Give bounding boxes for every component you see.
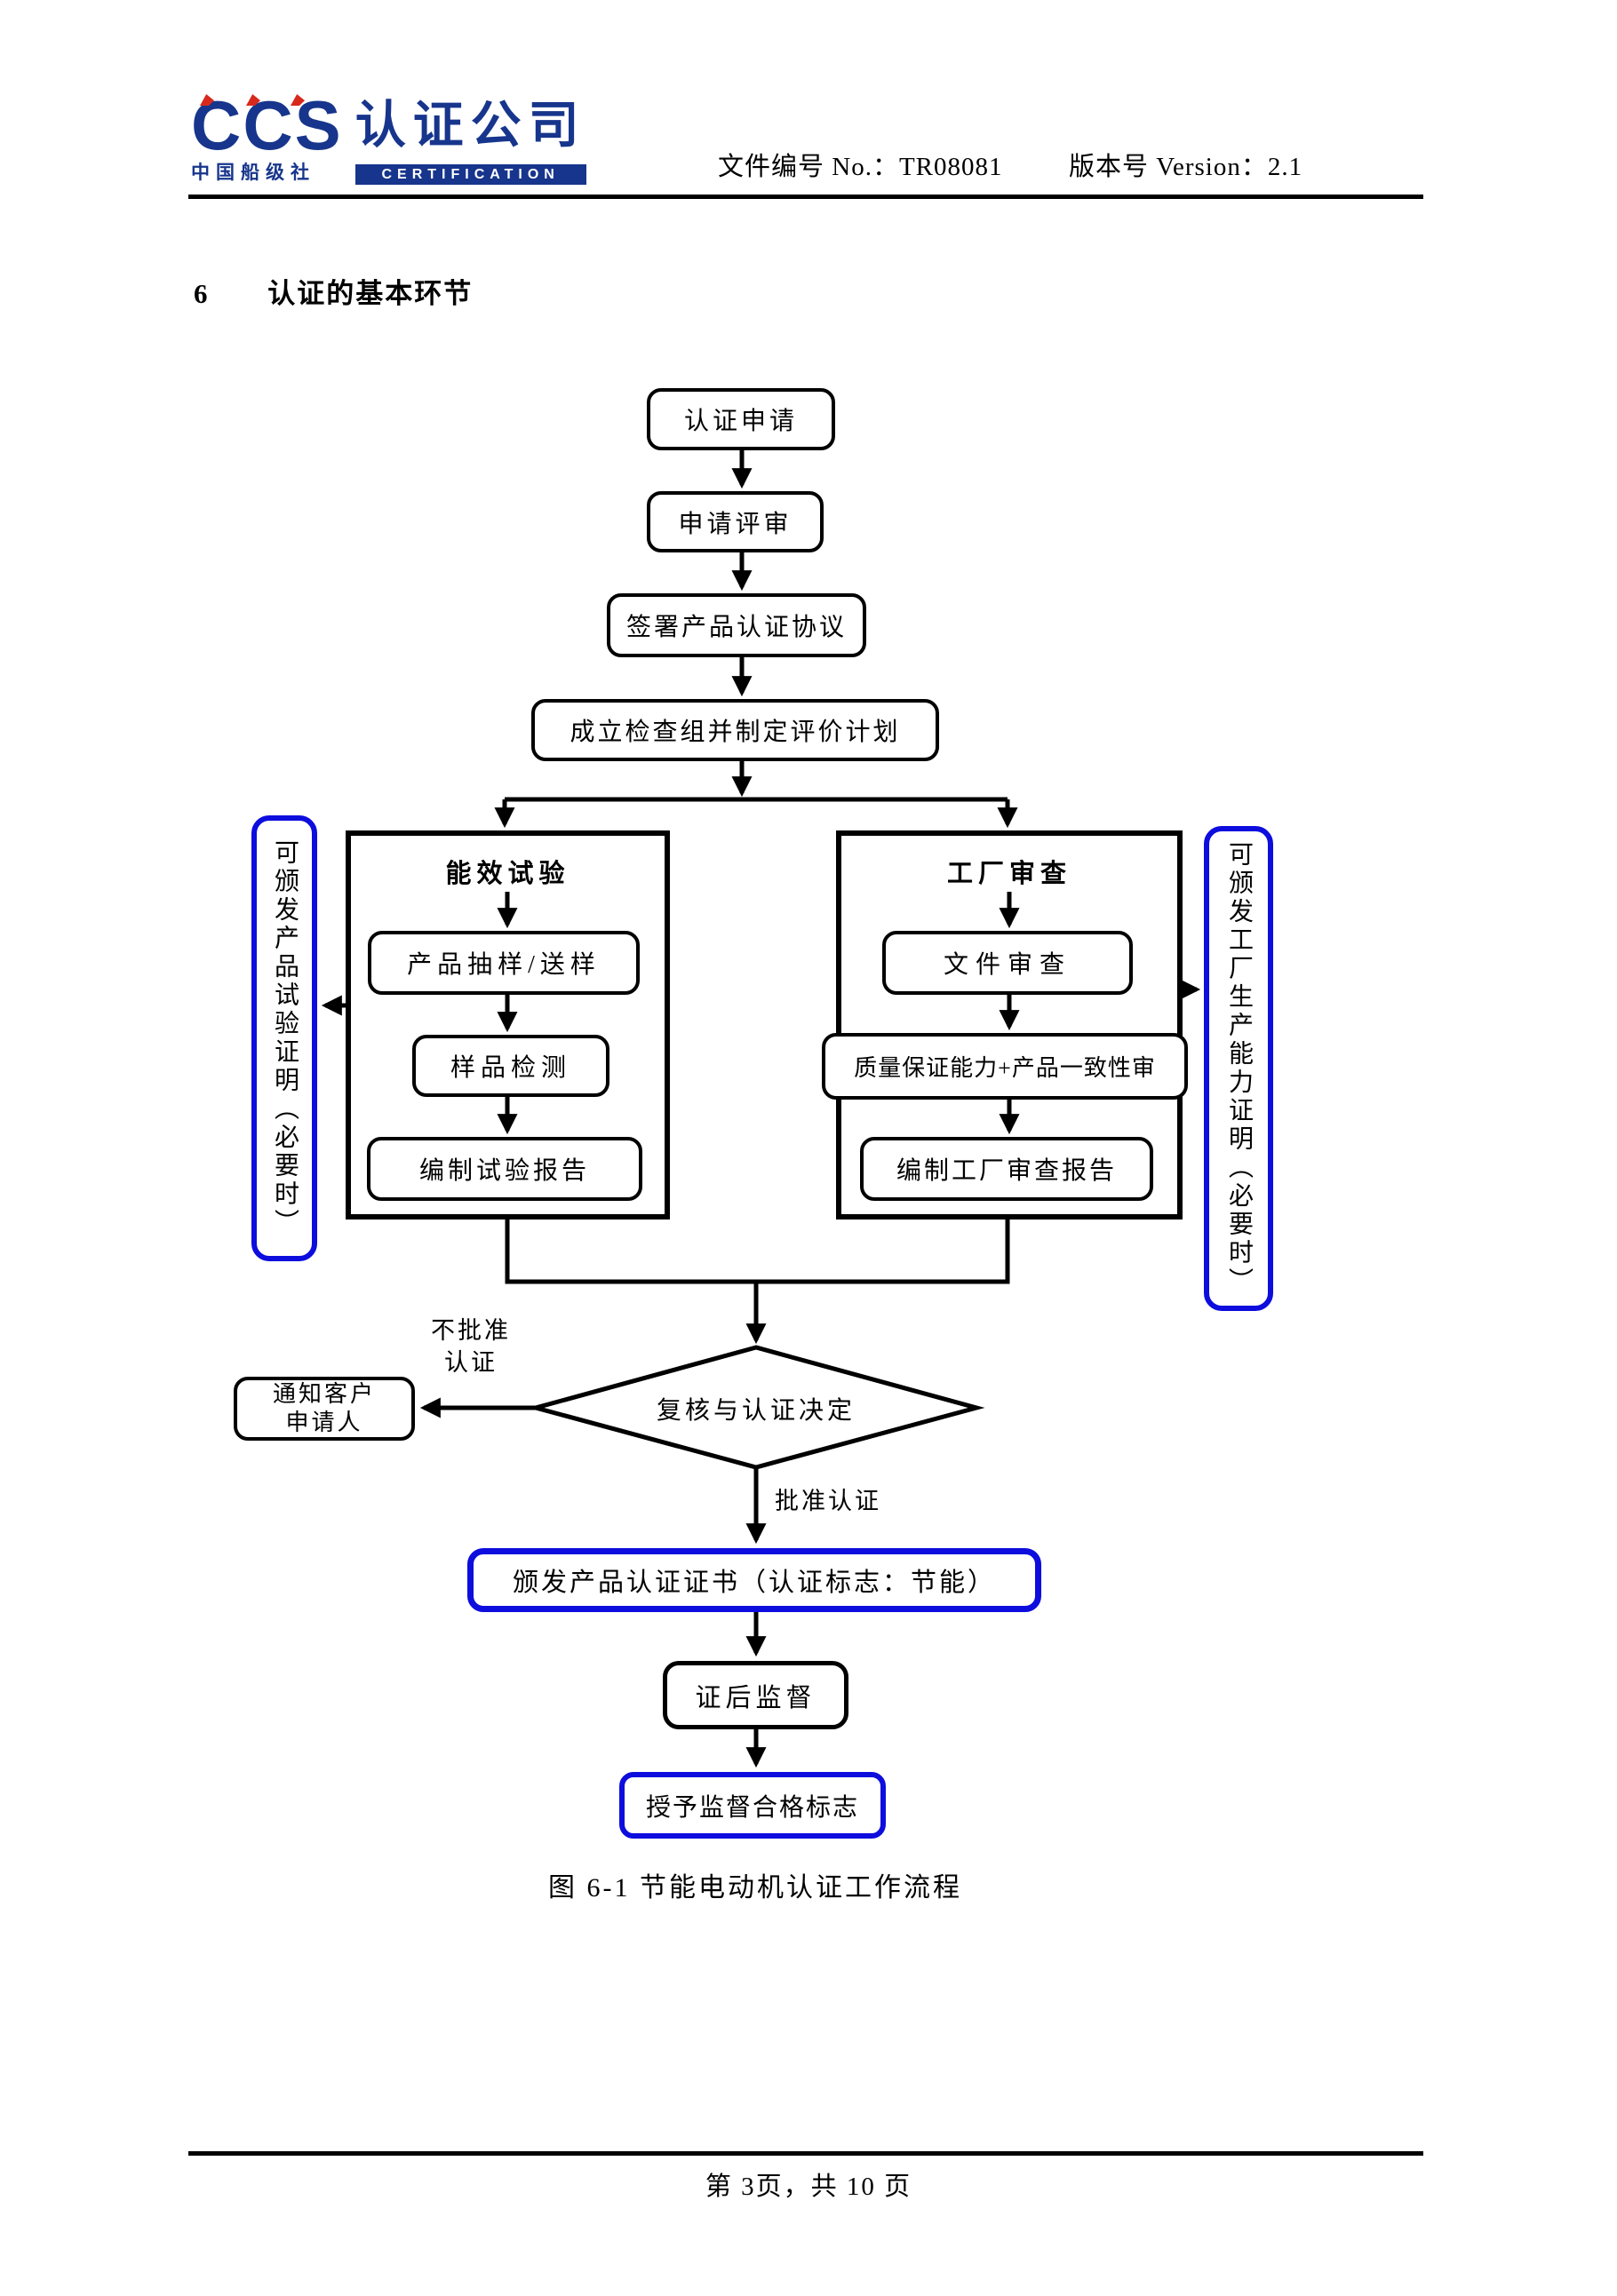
footer-divider [188, 2151, 1423, 2156]
flow-node-grant-supervision-mark: 授予监督合格标志 [619, 1772, 886, 1839]
document-header-info: 文件编号 No.：TR08081 版本号 Version：2.1 [718, 146, 1302, 183]
section-heading: 6 认证的基本环节 [194, 271, 473, 311]
flow-node-test-report: 编制试验报告 [367, 1137, 642, 1201]
logo-certification-banner: CERTIFICATION [354, 163, 586, 185]
energy-test-title: 能效试验 [445, 860, 570, 888]
factory-audit-title: 工厂审查 [946, 860, 1071, 888]
decision-label: 复核与认证决定 [656, 1397, 856, 1425]
doc-version: 版本号 Version：2.1 [1069, 153, 1303, 181]
flow-node-application: 认证申请 [647, 388, 835, 450]
section-number: 6 [194, 278, 208, 309]
page-number: 第 3页，共 10 页 [705, 2173, 912, 2201]
logo-subtitle-cn: 中国船级社 [191, 161, 315, 183]
flow-node-sample-testing: 样品检测 [412, 1035, 609, 1097]
reject-branch-label: 不批准 认证 [431, 1317, 511, 1377]
doc-number: 文件编号 No.：TR08081 [718, 153, 1003, 181]
flow-node-product-sampling: 产品抽样/送样 [368, 931, 640, 995]
flow-node-setup-team: 成立检查组并制定评价计划 [531, 699, 939, 761]
company-logo: CCS 认证公司 中国船级社 CERTIFICATION [191, 86, 586, 185]
flow-node-sign-agreement: 签署产品认证协议 [607, 593, 866, 657]
flow-node-issue-certificate: 颁发产品认证证书（认证标志：节能） [467, 1548, 1041, 1612]
flow-node-notify-client: 通知客户 申请人 [234, 1377, 415, 1441]
logo-company-name: 认证公司 [354, 97, 586, 154]
flow-node-application-review: 申请评审 [647, 491, 824, 552]
flow-node-post-supervision: 证后监督 [663, 1661, 848, 1729]
figure-caption: 图 6-1 节能电动机认证工作流程 [548, 1873, 962, 1903]
flow-node-document-review: 文件审查 [882, 931, 1133, 995]
note-factory-capability-certificate: 可颁发工厂生产能力证明（必要时） [1204, 826, 1273, 1311]
flow-node-quality-assurance: 质量保证能力+产品一致性审 [822, 1033, 1188, 1100]
header-divider [188, 195, 1423, 199]
note-product-test-certificate: 可颁发产品试验证明（必要时） [251, 815, 317, 1261]
section-title: 认证的基本环节 [267, 278, 474, 309]
approve-branch-label: 批准认证 [775, 1488, 881, 1514]
logo-ccs-text: CCS [191, 86, 343, 164]
flow-node-factory-audit-report: 编制工厂审查报告 [860, 1137, 1153, 1201]
